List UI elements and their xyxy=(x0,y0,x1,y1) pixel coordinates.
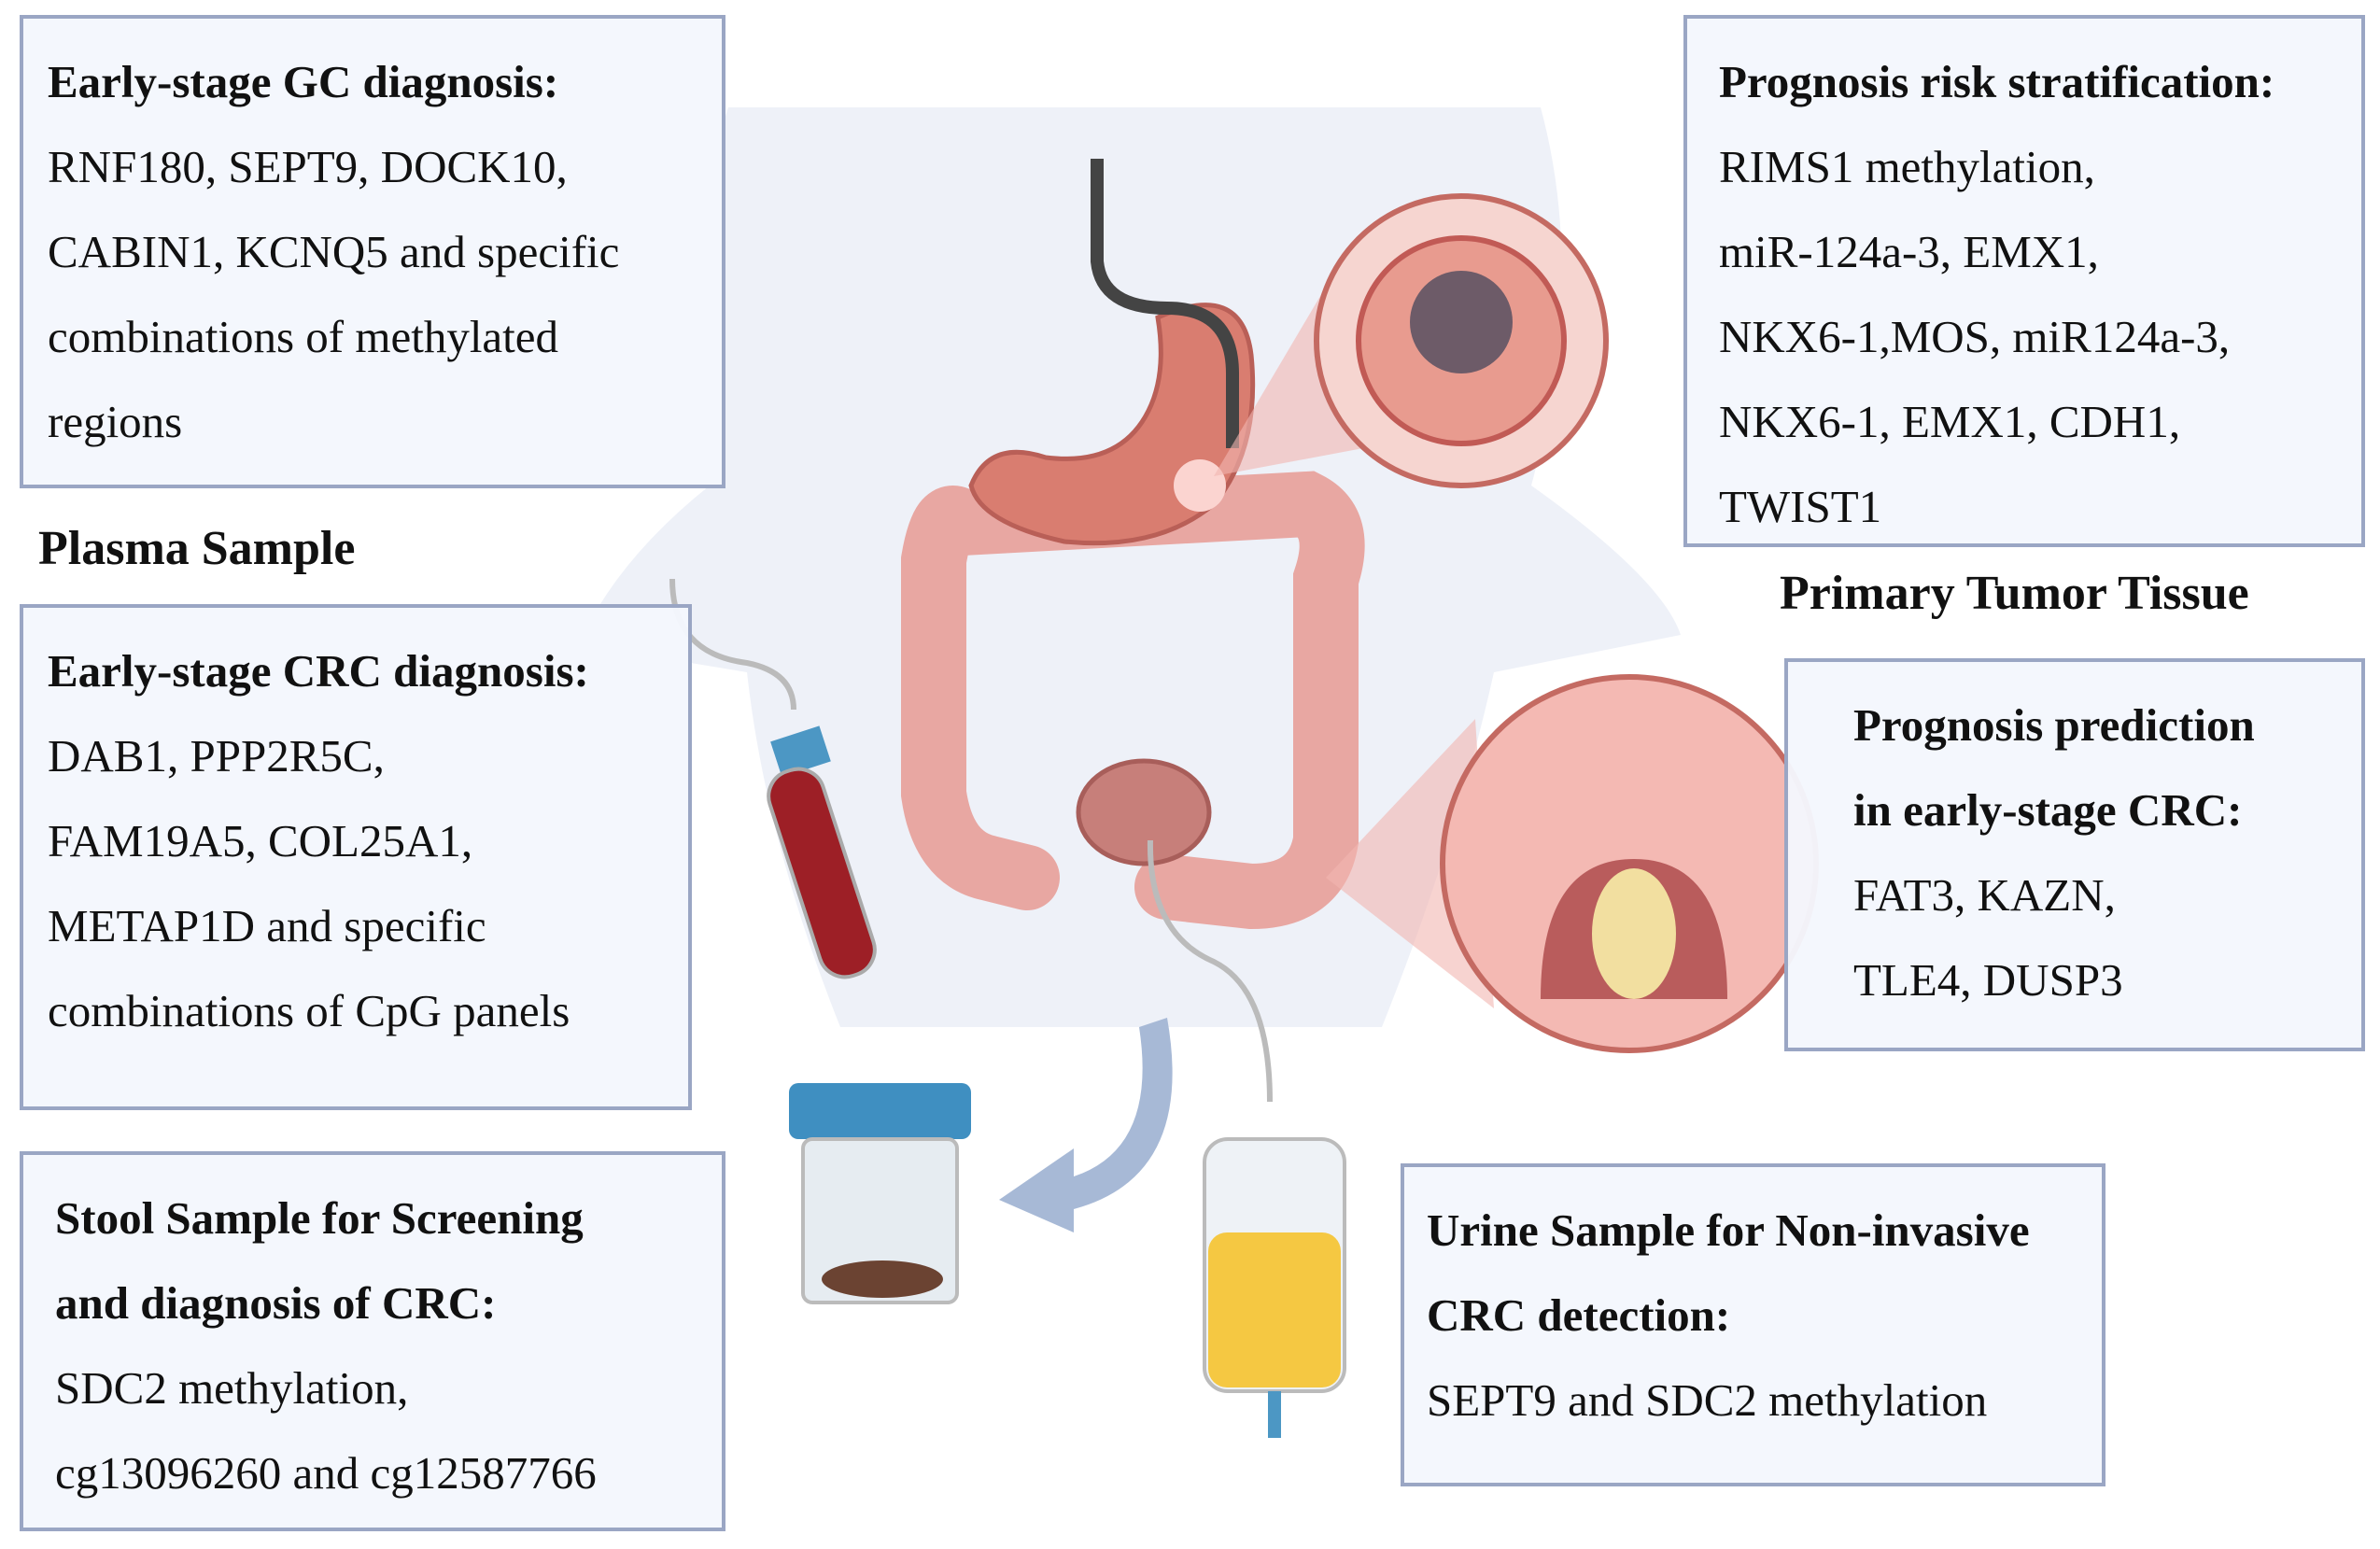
risk-box-line: NKX6-1, EMX1, CDH1, xyxy=(1719,396,2181,447)
endoscope xyxy=(1091,159,1239,448)
risk-box-title: Prognosis risk stratification: xyxy=(1719,56,2275,107)
bladder xyxy=(1076,758,1212,866)
crc-box-line: DAB1, PPP2R5C, xyxy=(48,730,385,782)
prediction-box-line: FAT3, KAZN, xyxy=(1853,869,2116,921)
urine-bag xyxy=(1203,1137,1346,1438)
gc-diagnosis-box: Early-stage GC diagnosis: RNF180, SEPT9,… xyxy=(20,15,725,488)
crc-box-line: METAP1D and specific xyxy=(48,900,486,951)
crc-box-title: Early-stage CRC diagnosis: xyxy=(48,645,589,697)
stool-box-line: cg13096260 and cg12587766 xyxy=(55,1447,597,1499)
gc-box-title: Early-stage GC diagnosis: xyxy=(48,56,559,107)
prognosis-prediction-box: Prognosis prediction in early-stage CRC:… xyxy=(1784,658,2365,1051)
arrow-icon xyxy=(999,1018,1173,1232)
urine-box-title: Urine Sample for Non-invasive xyxy=(1427,1204,2030,1256)
prognosis-risk-box: Prognosis risk stratification: RIMS1 met… xyxy=(1683,15,2365,547)
prediction-box-line: TLE4, DUSP3 xyxy=(1853,954,2123,1006)
stool-box-title: and diagnosis of CRC: xyxy=(55,1277,497,1329)
urine-sample-box: Urine Sample for Non-invasive CRC detect… xyxy=(1401,1163,2105,1486)
crc-box-line: FAM19A5, COL25A1, xyxy=(48,815,473,866)
gc-box-line: regions xyxy=(48,396,183,447)
urine-box-line: SEPT9 and SDC2 methylation xyxy=(1427,1374,1988,1426)
plasma-sample-label: Plasma Sample xyxy=(38,522,356,575)
crc-box-line: combinations of CpG panels xyxy=(48,985,570,1036)
prediction-box-title: in early-stage CRC: xyxy=(1853,784,2243,836)
risk-box-line: RIMS1 methylation, xyxy=(1719,141,2095,192)
colon xyxy=(901,471,1365,930)
stool-box-line: SDC2 methylation, xyxy=(55,1362,409,1414)
risk-box-line: miR-124a-3, EMX1, xyxy=(1719,226,2099,277)
prediction-box-title: Prognosis prediction xyxy=(1853,699,2255,751)
risk-box-line: NKX6-1,MOS, miR124a-3, xyxy=(1719,311,2231,362)
stool-sample-box: Stool Sample for Screening and diagnosis… xyxy=(20,1151,725,1531)
crc-diagnosis-box: Early-stage CRC diagnosis: DAB1, PPP2R5C… xyxy=(20,604,692,1110)
stool-container xyxy=(789,1083,971,1304)
gc-box-line: CABIN1, KCNQ5 and specific xyxy=(48,226,620,277)
gc-box-line: RNF180, SEPT9, DOCK10, xyxy=(48,141,568,192)
gc-box-line: combinations of methylated xyxy=(48,311,559,362)
stool-box-title: Stool Sample for Screening xyxy=(55,1192,584,1244)
primary-tumor-tissue-label: Primary Tumor Tissue xyxy=(1780,567,2249,620)
catheter xyxy=(1147,839,1273,1103)
gastric-tumor xyxy=(1174,459,1226,512)
urine-box-title: CRC detection: xyxy=(1427,1289,1731,1341)
risk-box-line: TWIST1 xyxy=(1719,481,1882,532)
